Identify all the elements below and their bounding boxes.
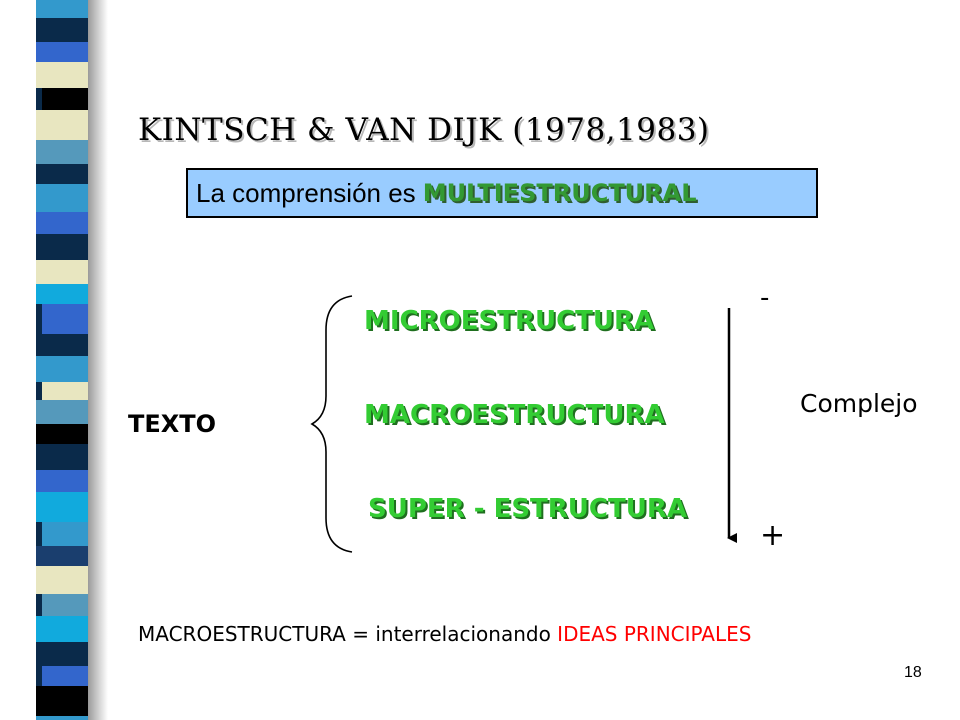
stripe-segment (42, 594, 88, 616)
stripe-segment (36, 212, 88, 234)
stripe-segment (36, 110, 88, 140)
stripe-segment (36, 566, 88, 594)
stripe-segment (36, 0, 88, 18)
stripe-segment (36, 42, 88, 62)
scale-min-sign: - (760, 283, 770, 313)
footer-note: MACROESTRUCTURA = interrelacionando IDEA… (138, 622, 751, 646)
stripe-segment (36, 260, 88, 284)
stripe-segment (36, 616, 88, 642)
banner-prefix: La comprensión es (196, 177, 416, 208)
slide-title: KINTSCH & VAN DIJK (1978,1983) (138, 112, 710, 148)
stripe-segment (36, 400, 88, 424)
stripe-segment (36, 492, 88, 522)
stripe-segment (36, 356, 88, 382)
stripe-shadow (88, 0, 108, 720)
decorative-stripe-bar (0, 0, 108, 720)
stripe-segment (36, 424, 88, 444)
stripe-segment (42, 88, 88, 110)
stripe-segment (42, 18, 88, 42)
banner-emphasis: MULTIESTRUCTURAL (422, 179, 697, 207)
stripe-segment (36, 140, 88, 164)
structure-micro: MICROESTRUCTURA (364, 306, 655, 336)
structure-super: SUPER - ESTRUCTURA (368, 494, 687, 524)
stripe-segment (42, 522, 88, 546)
structure-macro: MACROESTRUCTURA (364, 400, 665, 430)
scale-max-sign: + (760, 518, 786, 553)
stripe-segment (42, 444, 88, 470)
stripe-segment (36, 546, 88, 566)
definition-banner: La comprensión es MULTIESTRUCTURAL (186, 168, 818, 218)
stripe-segment (36, 686, 88, 716)
stripe-segment (36, 716, 88, 720)
stripe-segment (36, 62, 88, 88)
footer-prefix: MACROESTRUCTURA = interrelacionando (138, 622, 558, 646)
page-number: 18 (904, 664, 922, 681)
stripe-segment (36, 334, 88, 356)
stripe-segment (42, 234, 88, 260)
stripe-column (36, 0, 88, 720)
stripe-segment (42, 164, 88, 184)
stripe-segment (36, 470, 88, 492)
structures-brace (310, 295, 353, 553)
stripe-segment (42, 666, 88, 686)
stripe-segment (36, 642, 88, 666)
stripe-segment (42, 304, 88, 334)
stripe-segment (36, 184, 88, 212)
complexity-label: Complejo (800, 389, 918, 418)
stripe-segment (42, 382, 88, 400)
root-label: TEXTO (128, 410, 217, 438)
stripe-segment (36, 284, 88, 304)
footer-highlight: IDEAS PRINCIPALES (557, 622, 752, 646)
